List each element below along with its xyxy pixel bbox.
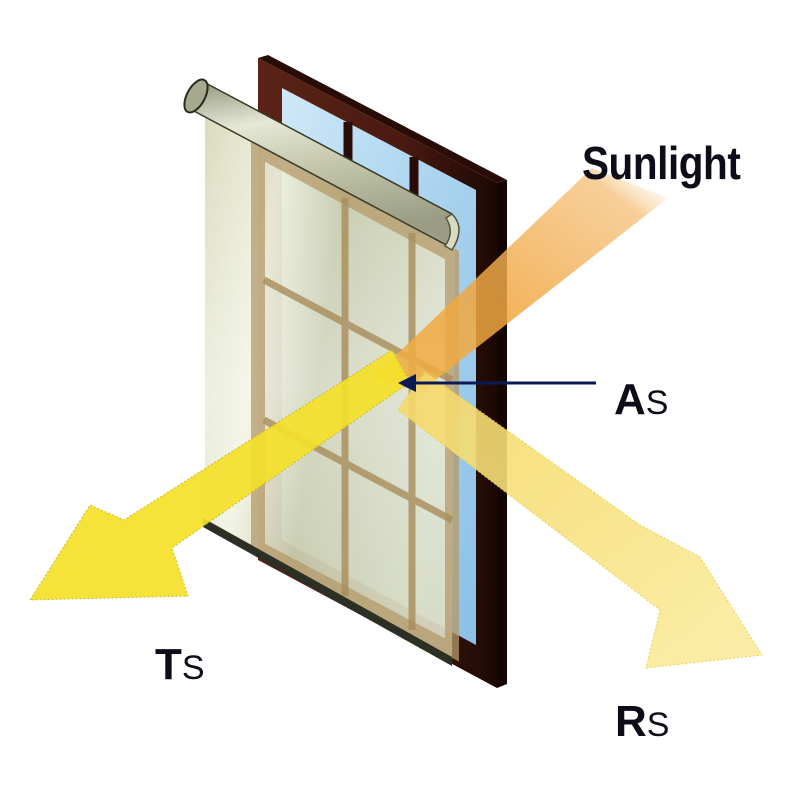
sunlight-label: Sunlight bbox=[582, 137, 741, 189]
absorbed-label-sub: S bbox=[645, 384, 669, 422]
reflected-arrow bbox=[397, 371, 763, 669]
reflected-label: RS bbox=[615, 700, 669, 744]
absorbed-pointer bbox=[398, 374, 596, 392]
reflected-label-sub: S bbox=[646, 706, 670, 744]
roller-shade-tube bbox=[183, 78, 460, 252]
transmitted-label-main: T bbox=[155, 640, 182, 689]
absorbed-label-main: A bbox=[614, 375, 646, 424]
transmitted-arrow bbox=[29, 349, 411, 601]
transmitted-label: TS bbox=[155, 643, 205, 687]
absorbed-label: AS bbox=[614, 378, 668, 422]
sunlight-beam bbox=[372, 168, 668, 392]
shade-fabric bbox=[203, 112, 459, 666]
reflected-label-main: R bbox=[615, 697, 647, 746]
transmitted-label-sub: S bbox=[181, 649, 205, 687]
